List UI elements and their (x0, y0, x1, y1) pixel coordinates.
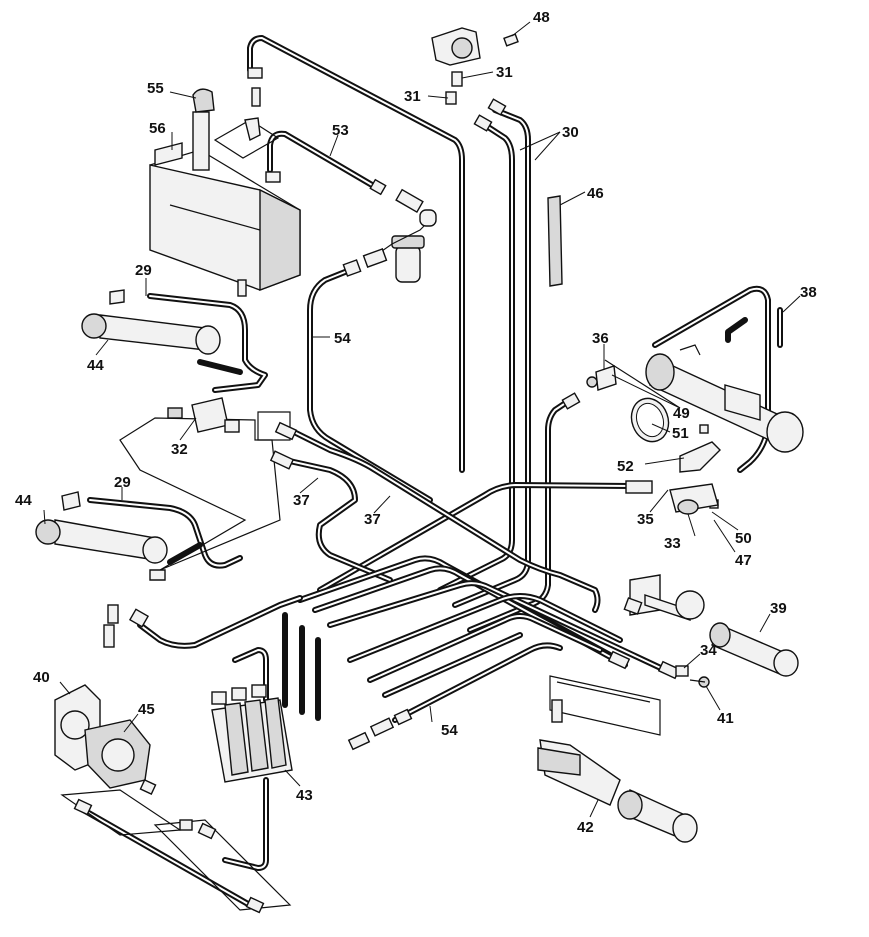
callout-39: 39 (770, 600, 787, 617)
callout-37: 37 (364, 511, 381, 528)
callout-48: 48 (533, 9, 550, 26)
cylinder-44-lower (35, 491, 168, 581)
callout-56: 56 (149, 120, 166, 137)
cylinder-44-upper (81, 289, 221, 355)
callout-35: 35 (637, 511, 654, 528)
fittings (73, 67, 719, 914)
callout-53: 53 (332, 122, 349, 139)
cylinder-42 (537, 739, 698, 843)
callout-46: 46 (587, 185, 604, 202)
callout-47: 47 (735, 552, 752, 569)
callout-37: 37 (293, 492, 310, 509)
callout-55: 55 (147, 80, 164, 97)
callout-43: 43 (296, 787, 313, 804)
callout-29: 29 (135, 262, 152, 279)
valve-32 (167, 397, 240, 433)
callout-50: 50 (735, 530, 752, 547)
callout-31: 31 (404, 88, 421, 105)
callout-40: 40 (33, 669, 50, 686)
callout-30: 30 (562, 124, 579, 141)
tank-cap (192, 88, 215, 113)
valve-36 (586, 365, 617, 391)
callout-49: 49 (673, 405, 690, 422)
cylinder-38 (645, 344, 804, 453)
callout-54: 54 (334, 330, 351, 347)
callout-44: 44 (15, 492, 32, 509)
leader-lines (43, 21, 801, 818)
cylinder-39 (623, 574, 799, 677)
callout-44: 44 (87, 357, 104, 374)
callout-36: 36 (592, 330, 609, 347)
callout-33: 33 (664, 535, 681, 552)
callout-51: 51 (672, 425, 689, 442)
callout-31: 31 (496, 64, 513, 81)
bracket-52 (679, 441, 721, 473)
clamp-51 (630, 397, 670, 443)
hose-lines (77, 35, 783, 911)
callout-labels: 48 31 31 30 55 56 53 46 29 44 54 38 36 4… (15, 9, 817, 836)
fitting-34-41 (675, 665, 710, 688)
callout-52: 52 (617, 458, 634, 475)
callout-42: 42 (577, 819, 594, 836)
callout-54: 54 (441, 722, 458, 739)
callout-41: 41 (717, 710, 734, 727)
callout-29: 29 (114, 474, 131, 491)
sleeve-46 (547, 195, 563, 287)
bracket-48 (431, 27, 519, 66)
callout-34: 34 (700, 642, 717, 659)
pump-45 (84, 719, 157, 795)
tee-31 (445, 71, 463, 105)
callout-38: 38 (800, 284, 817, 301)
callout-45: 45 (138, 701, 155, 718)
tank-bracket (154, 142, 183, 166)
valve-33 (669, 483, 719, 515)
control-valve-43 (211, 684, 293, 783)
callout-32: 32 (171, 441, 188, 458)
